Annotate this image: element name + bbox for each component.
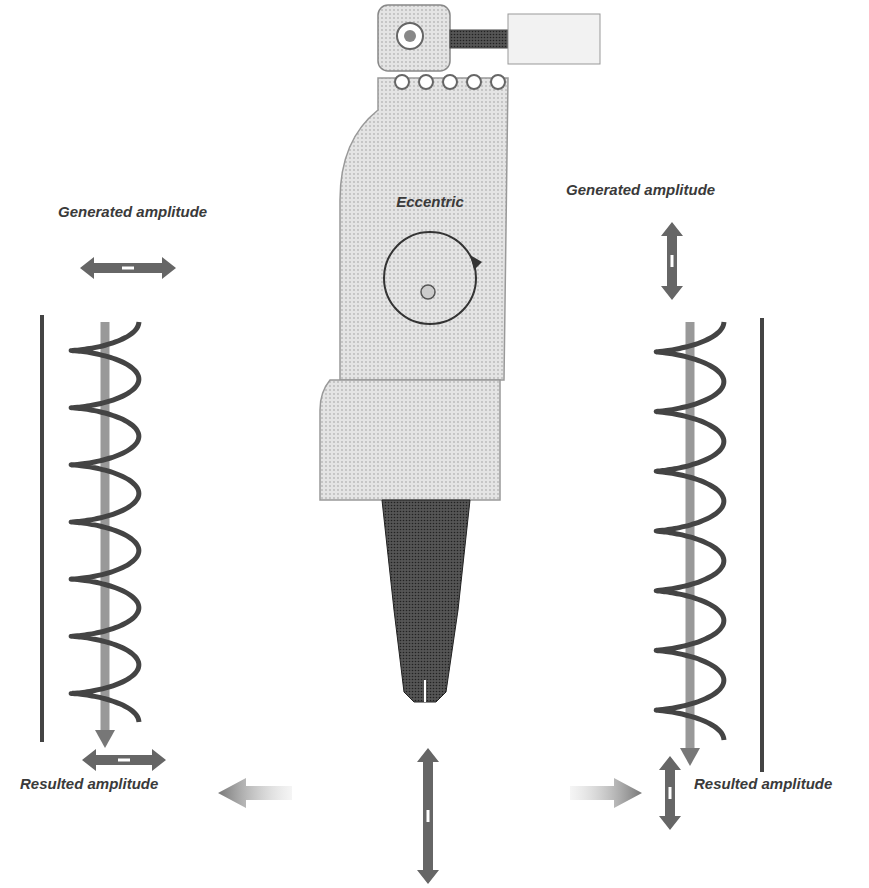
amplitude-arrow [82, 749, 166, 771]
clamp-head [378, 5, 600, 71]
direction-arrow [570, 778, 642, 808]
amplitude-arrow [417, 748, 439, 884]
amplitude-arrow [659, 756, 681, 830]
amplitude-label: Resulted amplitude [694, 775, 832, 792]
amplitude-label: Resulted amplitude [20, 775, 158, 792]
amplitude-label: Generated amplitude [58, 203, 207, 220]
clamp-jaw [382, 500, 470, 702]
guide-line [40, 315, 44, 742]
housing [320, 75, 508, 500]
spring [71, 322, 139, 748]
guide-line [760, 318, 764, 772]
amplitude-label: Generated amplitude [566, 181, 715, 198]
amplitude-arrow [80, 257, 176, 279]
part-label: Eccentric [396, 193, 464, 210]
direction-arrow [218, 778, 292, 808]
amplitude-arrow [661, 222, 683, 300]
spring [656, 322, 724, 766]
